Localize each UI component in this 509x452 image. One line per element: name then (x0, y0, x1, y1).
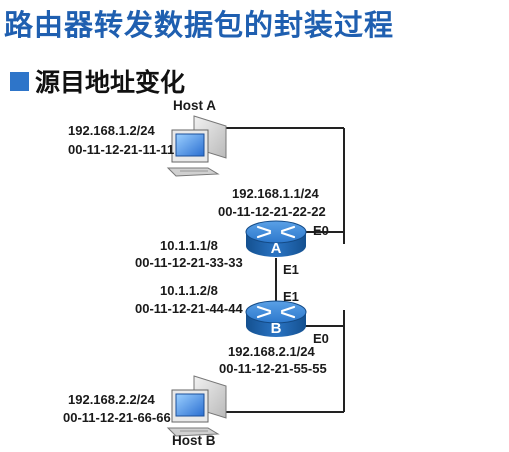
host-b-ip: 192.168.2.2/24 (68, 392, 155, 407)
router-b-e0-ip: 192.168.2.1/24 (228, 344, 315, 359)
host-a-mac: 00-11-12-21-11-11 (68, 142, 175, 157)
router-a-e1-name: E1 (283, 262, 299, 277)
router-b-e1-ip: 10.1.1.2/8 (160, 283, 218, 298)
router-a-label: A (271, 240, 282, 257)
host-b-computer-icon (166, 375, 227, 437)
router-b-e0-name: E0 (313, 331, 329, 346)
router-a-e1-mac: 00-11-12-21-33-33 (135, 255, 243, 270)
square-bullet-icon (10, 71, 29, 91)
router-a-e0-mac: 00-11-12-21-22-22 (218, 204, 326, 219)
host-a-ip: 192.168.1.2/24 (68, 123, 155, 138)
router-a-e0-name: E0 (313, 223, 329, 238)
slide-title: 路由器转发数据包的封装过程 (4, 8, 395, 42)
host-a-name: Host A (173, 98, 216, 113)
router-b-e0-mac: 00-11-12-21-55-55 (219, 361, 327, 376)
section-heading: 源目地址变化 (10, 63, 185, 99)
host-b-name: Host B (172, 433, 216, 448)
host-b-mac: 00-11-12-21-66-66 (63, 410, 171, 425)
host-a-computer-icon (166, 115, 227, 177)
router-a-icon (245, 220, 307, 257)
section-heading-text: 源目地址变化 (35, 68, 186, 97)
router-b-icon (245, 300, 307, 337)
router-b-e1-name: E1 (283, 289, 299, 304)
router-a-e0-ip: 192.168.1.1/24 (232, 186, 319, 201)
router-b-e1-mac: 00-11-12-21-44-44 (135, 301, 243, 316)
network-links (226, 127, 345, 413)
router-b-label: B (271, 320, 282, 337)
router-a-e1-ip: 10.1.1.1/8 (160, 238, 218, 253)
